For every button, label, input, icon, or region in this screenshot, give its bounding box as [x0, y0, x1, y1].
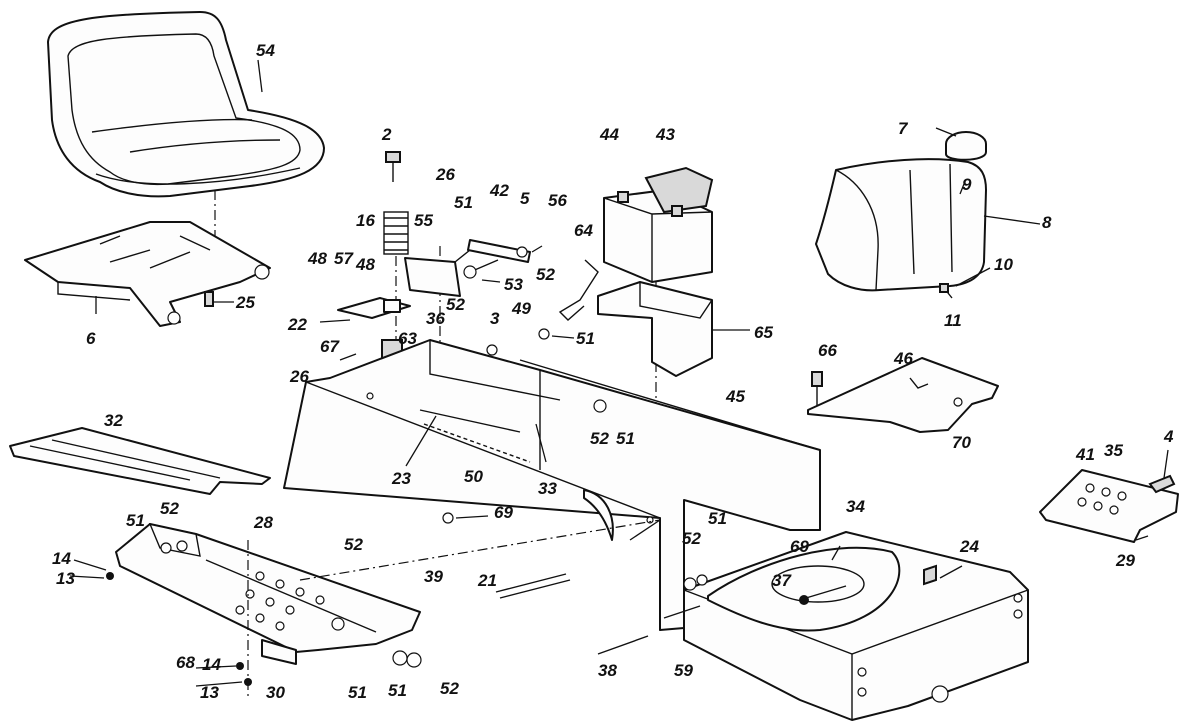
rod-21 — [495, 573, 571, 599]
foot-plate-left — [115, 523, 421, 665]
callout-51-e: 51 — [708, 509, 727, 528]
callout-45: 45 — [725, 387, 745, 406]
bolt-66 — [811, 371, 823, 406]
callout-52-f: 52 — [682, 529, 701, 548]
callout-66: 66 — [818, 341, 837, 360]
callout-14-b: 14 — [202, 655, 221, 674]
spring-16 — [383, 211, 409, 255]
seat-bracket — [24, 221, 271, 327]
callout-35: 35 — [1104, 441, 1123, 460]
foot-plate-holes — [235, 571, 325, 631]
fuel-tank — [815, 131, 987, 292]
battery — [603, 166, 714, 283]
callout-51: 51 — [454, 193, 473, 212]
callout-52-d: 52 — [160, 499, 179, 518]
callout-44: 44 — [599, 125, 619, 144]
callout-6: 6 — [86, 329, 96, 348]
callout-49: 49 — [511, 299, 531, 318]
callout-16: 16 — [356, 211, 375, 230]
callout-24: 24 — [959, 537, 979, 556]
callout-53: 53 — [504, 275, 523, 294]
callout-13-b: 13 — [200, 683, 219, 702]
callout-38: 38 — [598, 661, 617, 680]
callout-7: 7 — [898, 119, 909, 138]
callout-9: 9 — [962, 175, 972, 194]
callout-41: 41 — [1075, 445, 1095, 464]
rear-chassis — [683, 531, 1029, 721]
leader-lines — [69, 59, 1169, 687]
hardware-fasteners — [106, 328, 847, 686]
callout-51-f: 51 — [348, 683, 367, 702]
callout-51-d: 51 — [126, 511, 145, 530]
callout-39: 39 — [424, 567, 443, 586]
callout-69-b: 69 — [790, 537, 809, 556]
callout-50: 50 — [464, 467, 483, 486]
callout-51-c: 51 — [616, 429, 635, 448]
callout-67: 67 — [320, 337, 340, 356]
callout-29: 29 — [1115, 551, 1135, 570]
callout-51-b: 51 — [576, 329, 595, 348]
callout-48: 48 — [307, 249, 327, 268]
callout-69: 69 — [494, 503, 513, 522]
callout-26-b: 26 — [289, 367, 309, 386]
callout-68: 68 — [176, 653, 195, 672]
rod-64 — [558, 259, 599, 321]
callout-70: 70 — [952, 433, 971, 452]
battery-tray — [597, 281, 713, 377]
callout-26: 26 — [435, 165, 455, 184]
callout-33: 33 — [538, 479, 557, 498]
callout-5: 5 — [520, 189, 530, 208]
cover-plate — [807, 357, 999, 433]
callout-57: 57 — [334, 249, 354, 268]
callout-52-g: 52 — [440, 679, 459, 698]
callout-32: 32 — [104, 411, 123, 430]
callout-59: 59 — [674, 661, 693, 680]
callout-2: 2 — [381, 125, 392, 144]
callout-56: 56 — [548, 191, 567, 210]
callout-65: 65 — [754, 323, 773, 342]
running-board — [9, 427, 271, 495]
callout-51-g: 51 — [388, 681, 407, 700]
seat — [47, 11, 325, 198]
callout-labels: 54 6 25 2 26 42 5 56 44 43 7 9 8 10 11 1… — [52, 41, 1174, 702]
callout-8: 8 — [1042, 213, 1052, 232]
callout-52-b: 52 — [536, 265, 555, 284]
callout-64: 64 — [574, 221, 593, 240]
callout-54: 54 — [256, 41, 275, 60]
callout-46: 46 — [893, 349, 913, 368]
callout-3: 3 — [490, 309, 500, 328]
callout-28: 28 — [253, 513, 273, 532]
callout-13: 13 — [56, 569, 75, 588]
callout-63: 63 — [398, 329, 417, 348]
callout-52-c: 52 — [590, 429, 609, 448]
callout-22: 22 — [287, 315, 307, 334]
callout-43: 43 — [655, 125, 675, 144]
callout-52-e: 52 — [344, 535, 363, 554]
callout-42: 42 — [489, 181, 509, 200]
callout-36: 36 — [426, 309, 445, 328]
callout-14: 14 — [52, 549, 71, 568]
step-plate-right — [1039, 469, 1179, 543]
callout-30: 30 — [266, 683, 285, 702]
callout-48-b: 48 — [355, 255, 375, 274]
fender-frame — [283, 339, 821, 631]
callout-37: 37 — [772, 571, 792, 590]
callout-21: 21 — [477, 571, 497, 590]
callout-23: 23 — [391, 469, 411, 488]
callout-4: 4 — [1163, 427, 1174, 446]
tank-strap-bolt — [939, 283, 953, 299]
bolt-2 — [385, 151, 401, 182]
callout-11: 11 — [944, 311, 962, 330]
callout-10: 10 — [994, 255, 1013, 274]
callout-55: 55 — [414, 211, 433, 230]
callout-25: 25 — [235, 293, 255, 312]
callout-34: 34 — [846, 497, 865, 516]
callout-52: 52 — [446, 295, 465, 314]
